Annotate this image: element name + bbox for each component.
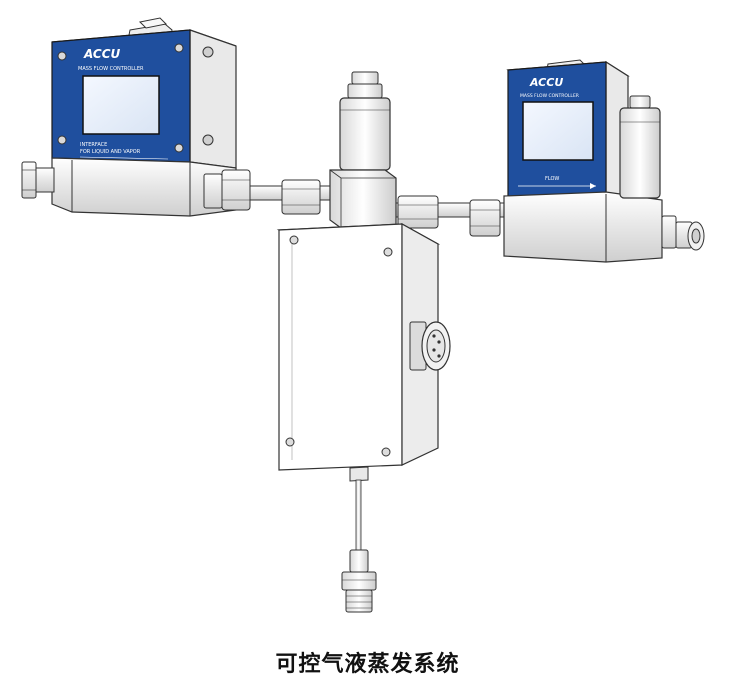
- right-flow-controller: ACCU MASS FLOW CONTROLLER FLOW: [469, 59, 705, 263]
- right-brand-logo: ACCU: [529, 76, 563, 89]
- right-display-screen: [522, 101, 594, 161]
- right-tube-nut: [397, 195, 439, 229]
- screw-icon: [289, 235, 299, 245]
- evaporator-box: [276, 222, 451, 482]
- right-valve-stem: [619, 95, 661, 199]
- screw-icon: [202, 134, 214, 146]
- right-outlet-fitting: [661, 215, 705, 251]
- screw-icon: [57, 135, 67, 145]
- liquid-inlet-line: [341, 479, 377, 613]
- screw-icon: [383, 247, 393, 257]
- screw-icon: [174, 143, 184, 153]
- screw-icon: [57, 51, 67, 61]
- center-valve-stem: [329, 71, 397, 229]
- left-brand-logo: ACCU: [83, 47, 121, 61]
- left-outlet-fitting: [203, 169, 251, 211]
- left-model-label: MASS FLOW CONTROLLER: [78, 66, 144, 72]
- left-flow-controller: ACCU MASS FLOW CONTROLLER INTERFACE FOR …: [21, 17, 251, 217]
- side-electrical-connector-icon: [409, 321, 451, 371]
- left-display-screen: [82, 75, 160, 135]
- left-inlet-fitting: [21, 161, 55, 199]
- left-tube-nut: [281, 179, 321, 215]
- right-inlet-fitting: [469, 199, 501, 237]
- screw-icon: [381, 447, 391, 457]
- left-info-line2: FOR LIQUID AND VAPOR: [80, 149, 141, 155]
- screw-icon: [285, 437, 295, 447]
- diagram-caption: 可控气液蒸发系统: [275, 652, 460, 677]
- right-flow-label: FLOW: [545, 176, 559, 182]
- screw-icon: [174, 43, 184, 53]
- screw-icon: [202, 46, 214, 58]
- right-model-label: MASS FLOW CONTROLLER: [520, 93, 579, 99]
- left-info-line1: INTERFACE: [80, 142, 107, 148]
